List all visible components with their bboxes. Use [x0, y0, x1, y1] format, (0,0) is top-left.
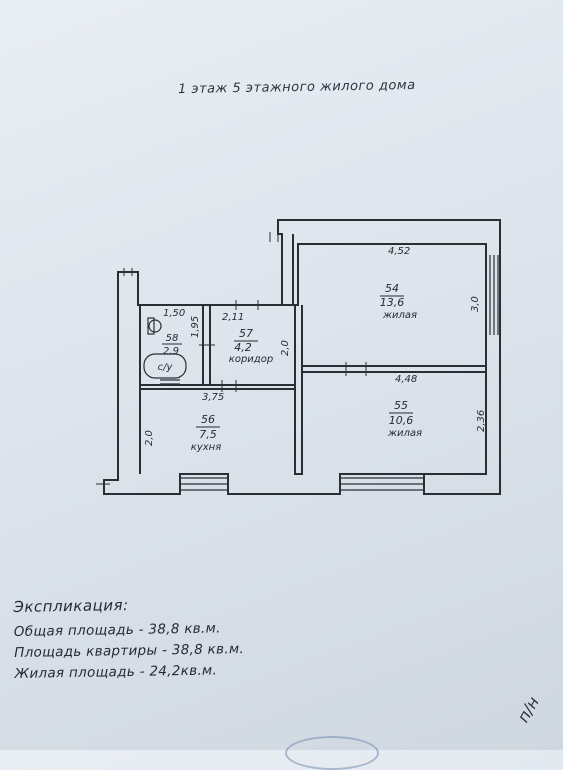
total-area: Общая площадь - 38,8 кв.м.	[13, 620, 221, 641]
dim-corridor-width: 2,11	[222, 312, 244, 323]
room55-area: 10,6	[389, 414, 414, 427]
room58-area: 2,9	[163, 346, 179, 357]
dim-corridor-height: 2,0	[280, 340, 291, 356]
room58-type: с/у	[158, 362, 174, 373]
windows	[180, 255, 499, 491]
dim-room56-height: 2,0	[144, 430, 155, 446]
room56-id: 56	[201, 413, 215, 426]
dim-room56-width: 3,75	[202, 392, 224, 403]
toilet-icon	[148, 319, 162, 333]
vent-icon	[160, 379, 180, 385]
stamp-mark	[285, 736, 379, 770]
dim-room54-height: 3,0	[470, 296, 481, 312]
partition-middle	[294, 305, 303, 475]
dim-room55-height: 2,36	[476, 410, 487, 432]
living-area: Жилая площадь - 24,2кв.м.	[14, 662, 218, 682]
dim-bath-width: 1,50	[163, 308, 185, 319]
window-room55	[340, 477, 424, 491]
apartment-area: Площадь квартиры - 38,8 кв.м.	[14, 640, 245, 662]
fixtures	[143, 317, 187, 385]
room54-type: жилая	[382, 310, 417, 321]
window-kitchen	[180, 477, 228, 491]
window-room54	[489, 255, 499, 335]
dim-room54-width: 4,52	[388, 246, 410, 257]
room55-id: 55	[394, 399, 408, 412]
inner-top-wall	[292, 234, 487, 335]
room58-id: 58	[166, 333, 179, 344]
room57-area: 4,2	[234, 341, 252, 354]
explication: Экспликация: Общая площадь - 38,8 кв.м. …	[13, 594, 244, 687]
dim-room55-width: 4,48	[395, 374, 417, 385]
dim-bath-height: 1,95	[190, 316, 201, 338]
room54-id: 54	[385, 282, 399, 295]
room55-type: жилая	[387, 428, 422, 439]
toilet-tank-icon	[147, 317, 155, 335]
floor-plan: 54 13,6 жилая 55 10,6 жилая 56 7,5 кухня…	[96, 219, 501, 495]
bathtub-icon	[143, 353, 187, 379]
room56-area: 7,5	[199, 428, 217, 441]
room57-type: коридор	[229, 354, 273, 365]
door-ticks	[96, 232, 367, 485]
room54-area: 13,6	[380, 296, 405, 309]
room56-type: кухня	[191, 442, 221, 453]
inner-right-wall	[424, 366, 487, 475]
room57-id: 57	[239, 327, 253, 340]
walls	[103, 219, 501, 495]
explication-header: Экспликация:	[13, 596, 129, 617]
